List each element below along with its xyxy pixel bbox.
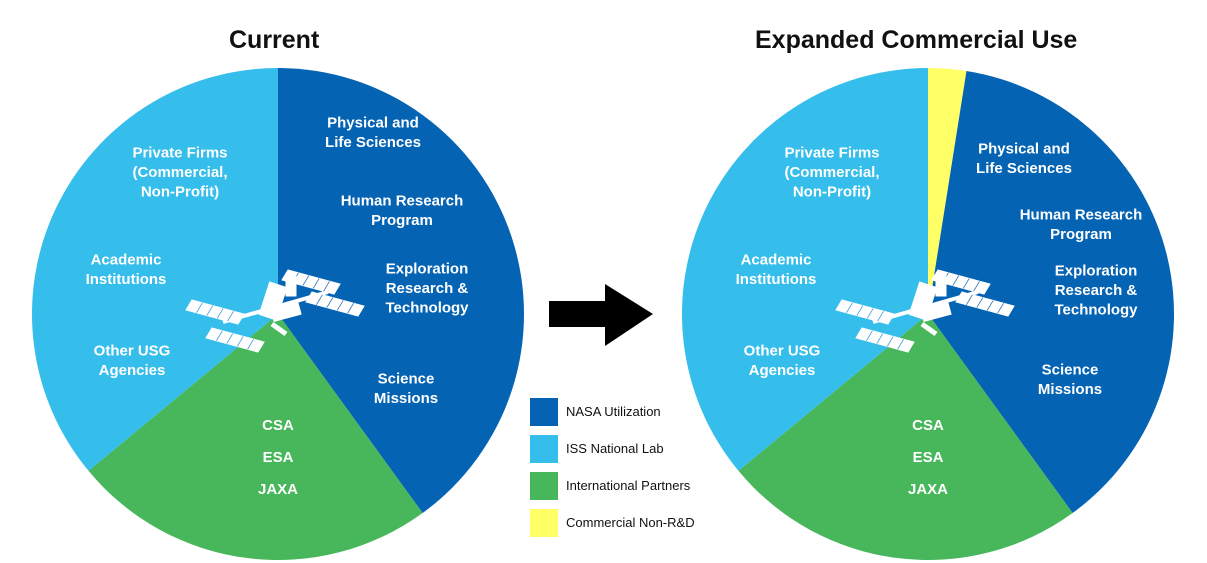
legend-label: International Partners bbox=[566, 478, 691, 493]
slice-label-partners: CSA bbox=[262, 417, 294, 434]
legend-item-nasa: NASA Utilization bbox=[530, 393, 695, 430]
pie-slice-partners bbox=[88, 314, 423, 560]
legend-item-commercial: Commercial Non-R&D bbox=[530, 504, 695, 541]
slice-label-partners: JAXA bbox=[908, 481, 948, 498]
pie-slice-iss bbox=[681, 68, 928, 471]
slice-label-partners: ESA bbox=[913, 449, 944, 466]
legend-item-iss: ISS National Lab bbox=[530, 430, 695, 467]
pie-slice-iss bbox=[31, 68, 278, 471]
space-station-icon bbox=[835, 269, 1015, 353]
right-arrow-icon bbox=[549, 284, 653, 346]
pie-slice-nasa bbox=[928, 71, 1174, 514]
pie-slice-nasa bbox=[278, 68, 524, 514]
chart-title-current: Current bbox=[229, 26, 320, 54]
chart-title-expanded: Expanded Commercial Use bbox=[755, 26, 1078, 54]
legend-label: NASA Utilization bbox=[566, 404, 661, 419]
legend: NASA Utilization ISS National Lab Intern… bbox=[530, 393, 695, 541]
legend-label: ISS National Lab bbox=[566, 441, 664, 456]
slice-label-partners: ESA bbox=[263, 449, 294, 466]
space-station-icon bbox=[185, 269, 365, 353]
legend-swatch-partners bbox=[530, 471, 558, 500]
pie-slice-commercial bbox=[928, 68, 967, 314]
legend-item-partners: International Partners bbox=[530, 467, 695, 504]
pie-slice-partners bbox=[738, 314, 1073, 560]
legend-swatch-iss bbox=[530, 434, 558, 463]
slice-label-iss: Private Firms(Commercial,Non-Profit) bbox=[132, 145, 227, 201]
legend-label: Commercial Non-R&D bbox=[566, 515, 695, 530]
legend-swatch-nasa bbox=[530, 397, 558, 426]
slice-label-partners: JAXA bbox=[258, 481, 298, 498]
slice-label-iss: Private Firms(Commercial,Non-Profit) bbox=[784, 145, 879, 201]
slice-label-partners: CSA bbox=[912, 417, 944, 434]
legend-swatch-commercial bbox=[530, 508, 558, 537]
